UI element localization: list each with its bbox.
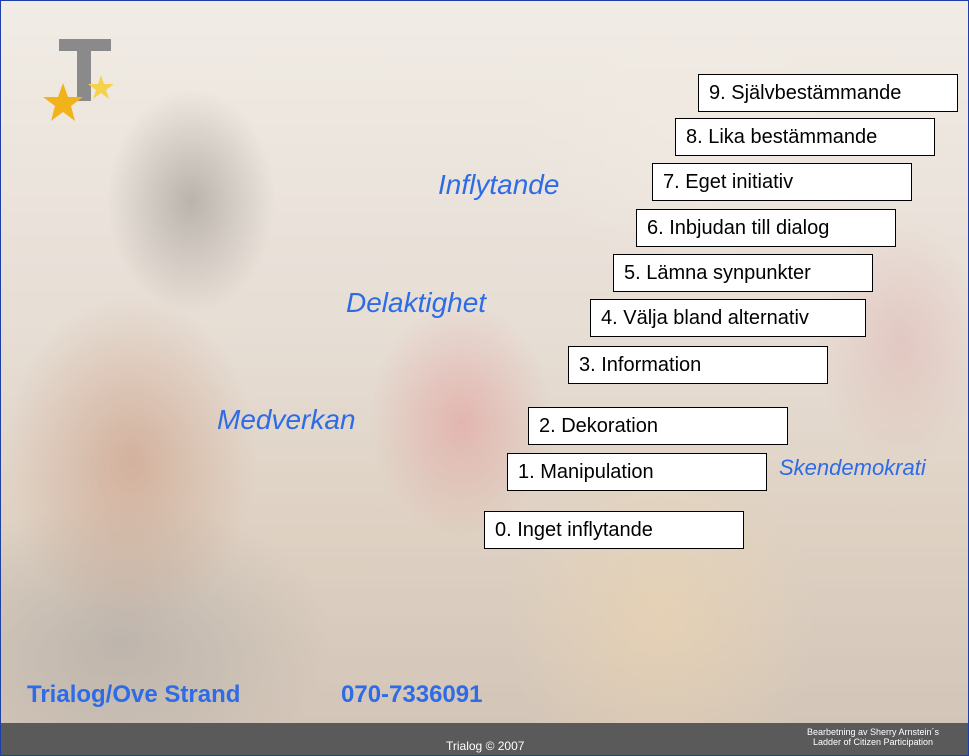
ladder-rung-9: 9. Självbestämmande: [698, 74, 958, 112]
level-medverkan: Medverkan: [217, 404, 356, 435]
ladder-rung-1: 1. Manipulation: [507, 453, 767, 491]
level-inflytande: Inflytande: [438, 169, 560, 200]
credit-text: Bearbetning av Sherry Arnstein´s Ladder …: [783, 727, 963, 748]
ladder-rung-7: 7. Eget initiativ: [652, 163, 912, 201]
bottom-bar: [1, 723, 968, 755]
trialog-star-logo-icon: [43, 39, 114, 121]
ladder-rung-2: 2. Dekoration: [528, 407, 788, 445]
contact-phone: 070-7336091: [341, 681, 483, 708]
ladder-rung-8: 8. Lika bestämmande: [675, 118, 935, 156]
ladder-rung-3: 3. Information: [568, 346, 828, 384]
level-delaktighet: Delaktighet: [346, 287, 487, 318]
ladder-rung-6: 6. Inbjudan till dialog: [636, 209, 896, 247]
copyright-text: Trialog © 2007: [446, 739, 525, 753]
level-skendemokrati: Skendemokrati: [779, 455, 926, 480]
credit-line-2: Ladder of Citizen Participation: [812, 737, 934, 748]
ladder-rung-0: 0. Inget inflytande: [484, 511, 744, 549]
contact-name: Trialog/Ove Strand: [27, 681, 241, 708]
ladder-rung-4: 4. Välja bland alternativ: [590, 299, 866, 337]
ladder-rung-5: 5. Lämna synpunkter: [613, 254, 873, 292]
credit-line-1: Bearbetning av Sherry Arnstein´s: [806, 727, 940, 737]
